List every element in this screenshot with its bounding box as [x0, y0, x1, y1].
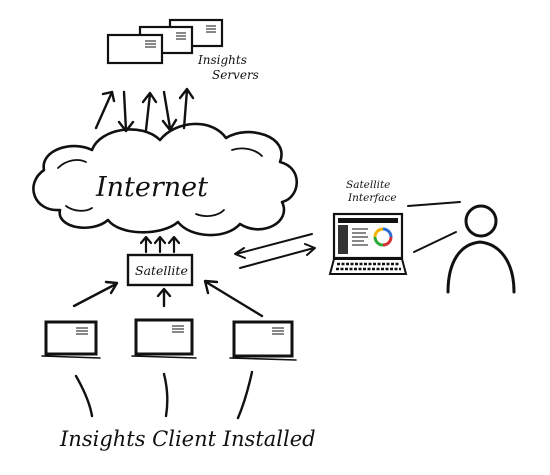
client-machine [229, 320, 297, 361]
client-installed-caption: Insights Client Installed [59, 427, 316, 451]
satellite-interface-label-line2: Interface [347, 192, 397, 204]
arrow-head [117, 120, 135, 133]
internet-label: Internet [95, 172, 208, 203]
arrow-up [204, 280, 264, 318]
dashboard-ring-icon [373, 227, 393, 247]
arrow-up [144, 92, 152, 132]
arrow-up [72, 282, 118, 308]
insights-servers: Insights Servers [106, 18, 259, 82]
caption-connector-lines [74, 370, 254, 420]
servers-label-line2: Servers [212, 68, 259, 82]
server-internet-arrows [94, 87, 195, 133]
satellite-interface-label-line1: Satellite [346, 179, 390, 191]
gaze-line [407, 201, 461, 207]
laptop-keyboard [328, 258, 408, 275]
satellite-interface-arrows [234, 233, 316, 269]
arrow-up [94, 90, 114, 130]
user-figure [407, 201, 516, 294]
arm-line [413, 231, 457, 253]
client-machine [41, 320, 101, 359]
arrow-head [141, 91, 158, 104]
satellite-internet-arrows [139, 235, 181, 254]
satellite-interface: Satellite Interface [328, 179, 408, 275]
client-machine [131, 318, 197, 359]
arrow-head [203, 279, 219, 295]
satellite-label: Satellite [135, 263, 188, 278]
laptop-titlebar [338, 218, 398, 223]
arrow-to-satellite [235, 233, 313, 255]
arrow-to-interface [239, 247, 315, 269]
arrow-head [178, 87, 195, 100]
servers-label-line1: Insights [197, 53, 247, 67]
arrow-head [104, 280, 119, 295]
arrow-up [182, 88, 189, 130]
arrow-head [101, 90, 116, 103]
arrow-down [122, 90, 128, 132]
internet-cloud: Internet [32, 122, 298, 237]
arrow-head [234, 247, 246, 259]
arrow-down [162, 90, 172, 130]
server-screen [106, 33, 164, 65]
user-head [464, 204, 498, 238]
client-satellite-arrows [72, 279, 264, 318]
satellite-node: Satellite [126, 253, 194, 287]
satellite-box [126, 253, 194, 287]
arrow-head [304, 243, 316, 256]
user-body [446, 240, 516, 294]
laptop-sidebar [338, 225, 348, 254]
laptop-icon [328, 212, 408, 275]
arrow-head [156, 287, 172, 298]
